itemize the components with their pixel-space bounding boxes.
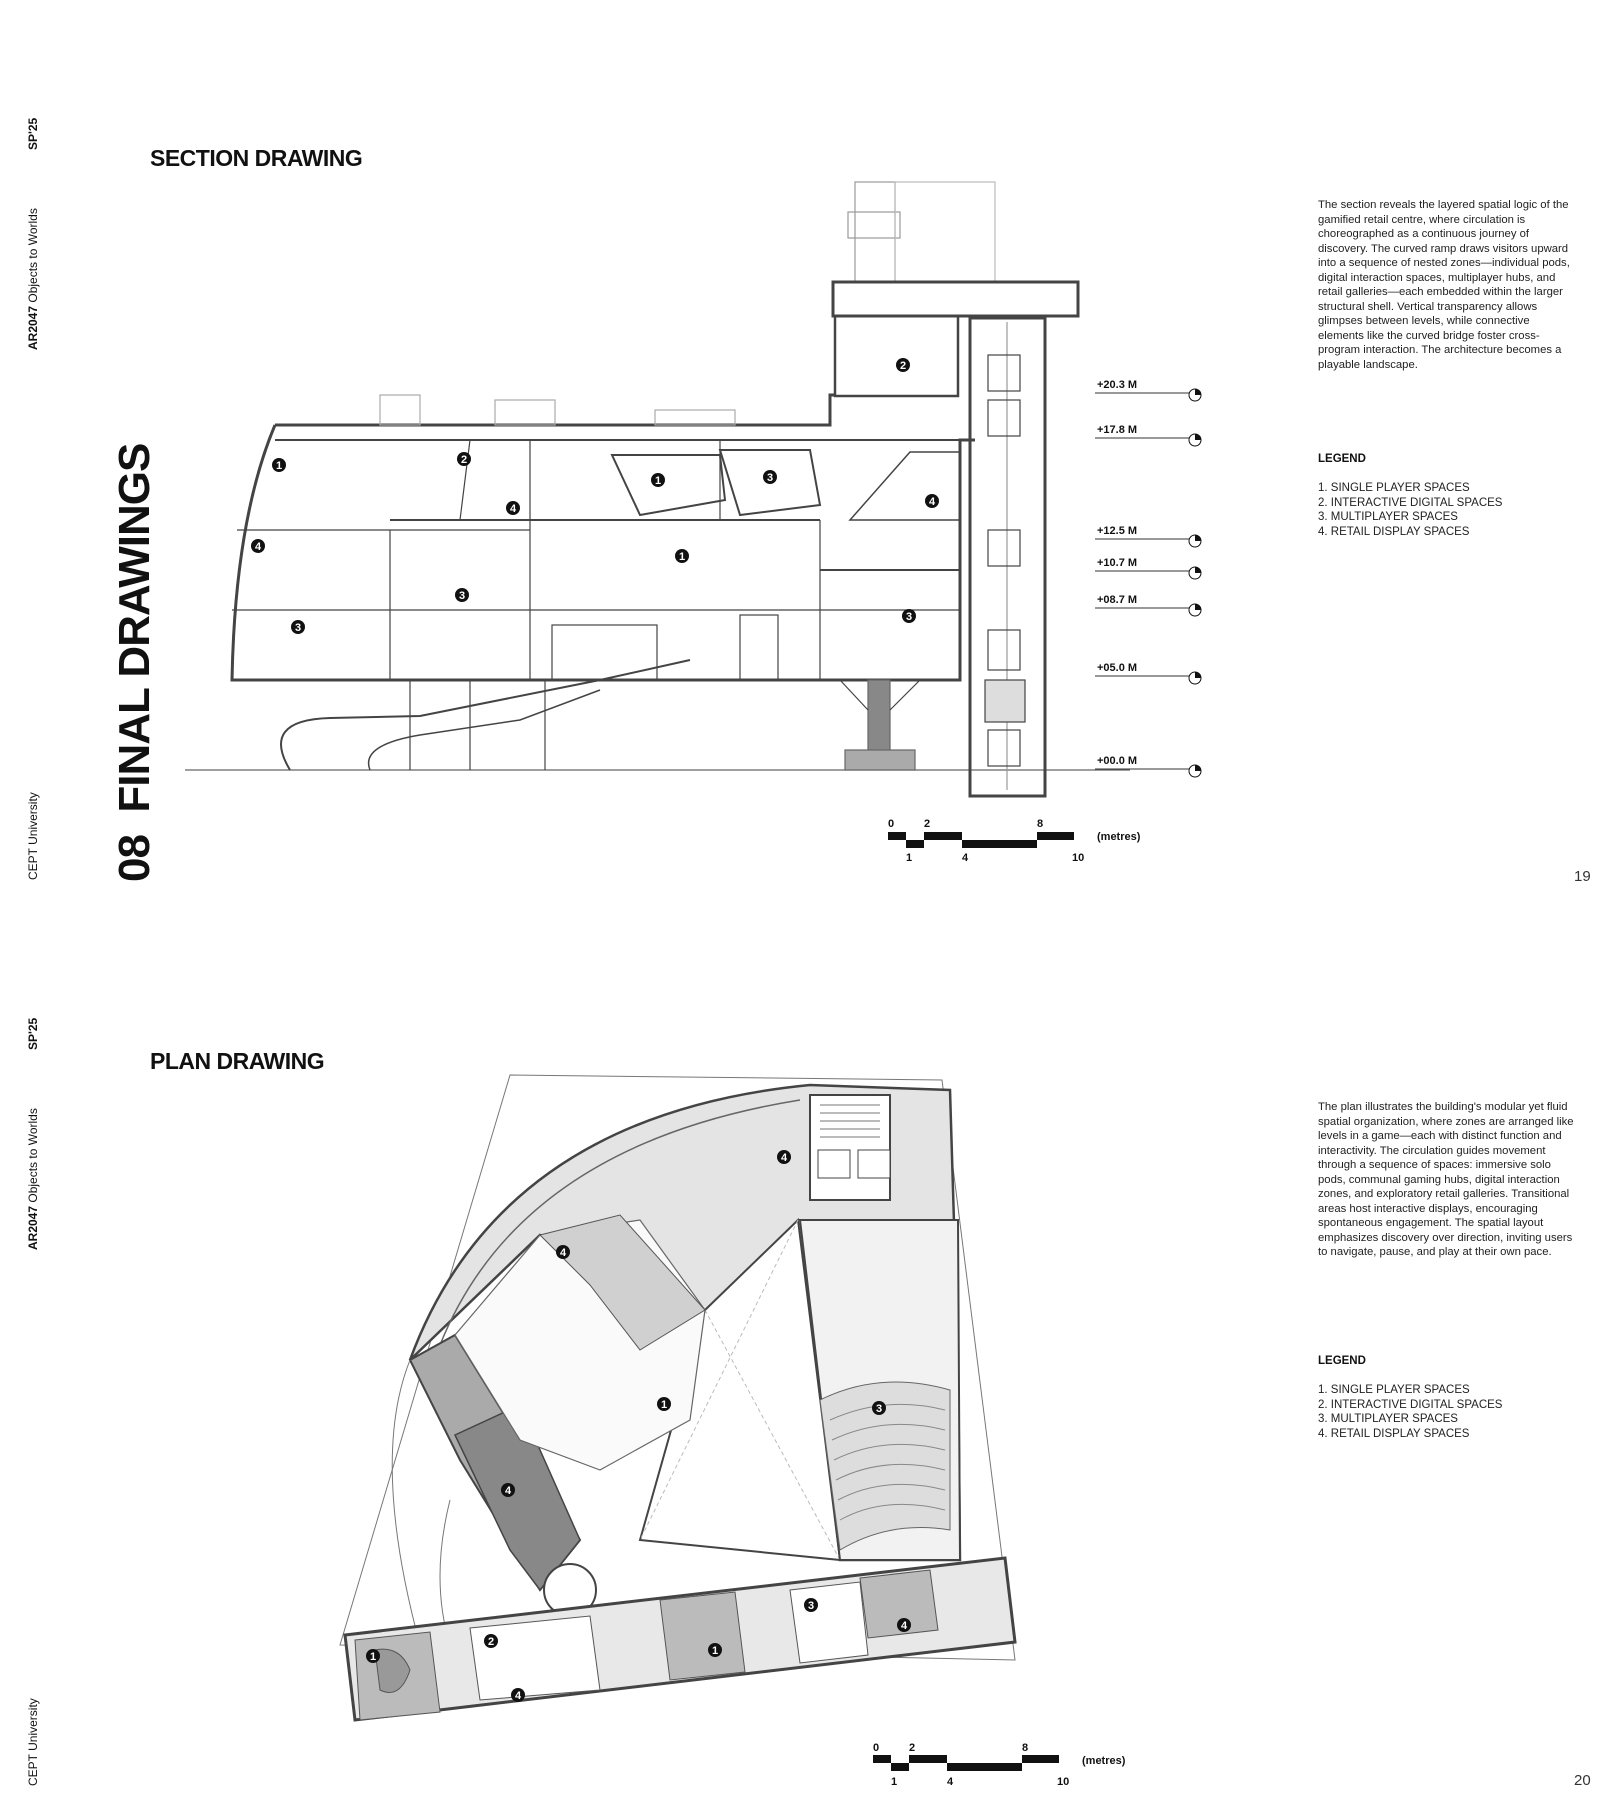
- zone-marker: 3: [763, 470, 777, 484]
- scale-unit: (metres): [1082, 1755, 1126, 1767]
- svg-text:2: 2: [461, 454, 467, 466]
- legend-item: 4. RETAIL DISPLAY SPACES: [1318, 1427, 1470, 1440]
- zone-marker: 4: [925, 494, 939, 508]
- zone-marker: 1: [366, 1649, 380, 1663]
- zone-marker: 1: [675, 549, 689, 563]
- scale-tick: 1: [891, 1776, 897, 1788]
- zone-marker: 4: [251, 539, 265, 553]
- svg-text:3: 3: [767, 472, 773, 484]
- level-label: +20.3 M: [1097, 379, 1137, 391]
- svg-text:3: 3: [459, 590, 465, 602]
- scale-tick: 0: [888, 818, 894, 830]
- level-label: +12.5 M: [1097, 525, 1137, 537]
- scale-bar: 0 2 8 1 4 10 (metres): [873, 1742, 1126, 1788]
- section-description: The section reveals the layered spatial …: [1318, 199, 1570, 371]
- legend-item: 3. MULTIPLAYER SPACES: [1318, 1413, 1458, 1425]
- legend-list: 1. SINGLE PLAYER SPACES 2. INTERACTIVE D…: [1318, 1383, 1502, 1441]
- zone-marker: 4: [501, 1483, 515, 1497]
- page-20: SP'25 AR2047 Objects to Worlds CEPT Univ…: [0, 900, 1600, 1800]
- zone-marker: 1: [708, 1643, 722, 1657]
- section-drawing: +20.3 M +17.8 M +12.5 M +10.7 M +08.7 M …: [185, 181, 1202, 864]
- scale-tick: 0: [873, 1742, 879, 1754]
- level-label: +17.8 M: [1097, 424, 1137, 436]
- svg-text:1: 1: [370, 1651, 376, 1663]
- svg-text:2: 2: [488, 1636, 494, 1648]
- level-label: +10.7 M: [1097, 557, 1137, 569]
- zone-markers: 4 4 1 3 4 1 2 4 1 3 4: [366, 1150, 911, 1702]
- scale-tick: 4: [947, 1776, 954, 1788]
- zone-marker: 4: [506, 501, 520, 515]
- svg-text:3: 3: [906, 611, 912, 623]
- legend-item: 2. INTERACTIVE DIGITAL SPACES: [1318, 1398, 1503, 1411]
- svg-text:3: 3: [295, 622, 301, 634]
- scale-tick: 2: [909, 1742, 915, 1754]
- page-19: SP'25 AR2047 Objects to Worlds CEPT Univ…: [26, 118, 1591, 885]
- scale-tick: 8: [1022, 1742, 1028, 1754]
- scale-unit: (metres): [1097, 831, 1141, 843]
- zone-marker: 1: [651, 473, 665, 487]
- zone-marker: 3: [872, 1401, 886, 1415]
- zone-marker: 3: [902, 609, 916, 623]
- legend-title: LEGEND: [1318, 1355, 1366, 1367]
- page-number: 19: [1574, 868, 1591, 885]
- zone-marker: 3: [804, 1598, 818, 1612]
- svg-text:4: 4: [781, 1152, 788, 1164]
- svg-text:1: 1: [276, 460, 282, 472]
- page-number: 20: [1574, 1772, 1591, 1789]
- zone-marker: 3: [455, 588, 469, 602]
- section-drawing-heading: SECTION DRAWING: [150, 145, 363, 171]
- svg-text:4: 4: [929, 496, 936, 508]
- zone-marker: 1: [272, 458, 286, 472]
- svg-text:3: 3: [808, 1600, 814, 1612]
- scale-tick: 8: [1037, 818, 1043, 830]
- scale-tick: 10: [1072, 852, 1084, 864]
- svg-text:4: 4: [255, 541, 262, 553]
- legend-item: 1. SINGLE PLAYER SPACES: [1318, 1384, 1470, 1396]
- zone-marker: 4: [511, 1688, 525, 1702]
- legend-item: 2. INTERACTIVE DIGITAL SPACES: [1318, 496, 1503, 509]
- scale-tick: 1: [906, 852, 912, 864]
- level-markers: +20.3 M +17.8 M +12.5 M +10.7 M +08.7 M …: [1095, 379, 1202, 778]
- svg-text:3: 3: [876, 1403, 882, 1415]
- legend-title: LEGEND: [1318, 453, 1366, 465]
- scale-bar: 0 2 8 1 4 10 (metres): [888, 818, 1141, 864]
- svg-text:2: 2: [900, 360, 906, 372]
- zone-marker: 4: [777, 1150, 791, 1164]
- zone-marker: 2: [457, 452, 471, 466]
- svg-text:1: 1: [712, 1645, 718, 1657]
- legend-item: 1. SINGLE PLAYER SPACES: [1318, 482, 1470, 494]
- svg-text:1: 1: [679, 551, 685, 563]
- scale-tick: 10: [1057, 1776, 1069, 1788]
- plan-description: The plan illustrates the building's modu…: [1318, 1101, 1574, 1258]
- svg-text:1: 1: [655, 475, 661, 487]
- svg-text:4: 4: [505, 1485, 512, 1497]
- level-label: +00.0 M: [1097, 755, 1137, 767]
- legend-item: 3. MULTIPLAYER SPACES: [1318, 511, 1458, 523]
- zone-marker: 2: [896, 358, 910, 372]
- legend-item: 4. RETAIL DISPLAY SPACES: [1318, 525, 1470, 538]
- svg-text:1: 1: [661, 1399, 667, 1411]
- scale-tick: 2: [924, 818, 930, 830]
- zone-marker: 2: [484, 1634, 498, 1648]
- svg-text:4: 4: [901, 1620, 908, 1632]
- legend-list: 1. SINGLE PLAYER SPACES 2. INTERACTIVE D…: [1318, 481, 1502, 539]
- level-label: +08.7 M: [1097, 594, 1137, 606]
- zone-marker: 4: [897, 1618, 911, 1632]
- zone-marker: 1: [657, 1397, 671, 1411]
- zone-marker: 4: [556, 1245, 570, 1259]
- svg-text:4: 4: [510, 503, 517, 515]
- zone-markers: 1 2 1 3 4 4 4 1 3 3 3 2: [251, 358, 939, 634]
- level-label: +05.0 M: [1097, 662, 1137, 674]
- svg-text:4: 4: [515, 1690, 522, 1702]
- zone-marker: 3: [291, 620, 305, 634]
- plan-drawing-heading: PLAN DRAWING: [150, 1048, 325, 1074]
- plan-drawing: 4 4 1 3 4 1 2 4 1 3 4 0 2 8 1 4 10 (metr…: [339, 1074, 1126, 1788]
- scale-tick: 4: [962, 852, 969, 864]
- svg-text:4: 4: [560, 1247, 567, 1259]
